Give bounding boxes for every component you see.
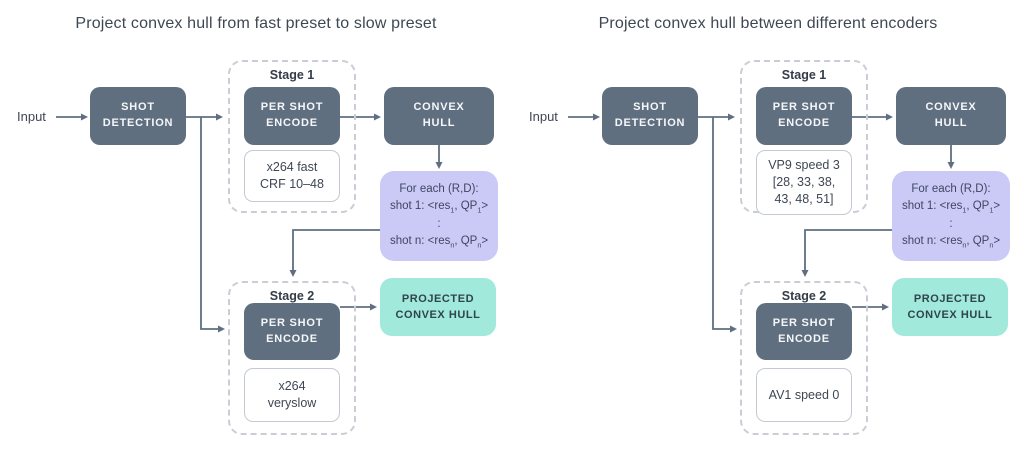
stage2-label: Stage 2 [269, 289, 315, 303]
stage2-label: Stage 2 [781, 289, 827, 303]
stage1-encoder-config: VP9 speed 3 [28, 33, 38, 43, 48, 51] [756, 150, 852, 215]
diagram-fast-to-slow-preset: Project convex hull from fast preset to … [17, 15, 498, 435]
stage2-per-shot-encode-box: PER SHOT ENCODE [244, 303, 340, 360]
stage1-encoder-config: x264 fast CRF 10–48 [244, 150, 340, 202]
projected-convex-hull-box: PROJECTED CONVEX HULL [380, 278, 496, 336]
stage2-per-shot-encode-box: PER SHOT ENCODE [756, 303, 852, 360]
diagram-title: Project convex hull from fast preset to … [75, 15, 437, 32]
stage2-encoder-config: x264 veryslow [244, 368, 340, 422]
stage1-per-shot-encode-box: PER SHOT ENCODE [756, 87, 852, 145]
projected-convex-hull-box: PROJECTED CONVEX HULL [892, 278, 1008, 336]
stage1-label: Stage 1 [781, 68, 827, 82]
convex-hull-box: CONVEX HULL [384, 87, 494, 145]
input-label: Input [529, 109, 558, 124]
shot-detection-box: SHOT DETECTION [90, 87, 186, 145]
stage1-group: Stage 1 [228, 60, 356, 213]
convex-hull-box: CONVEX HULL [896, 87, 1006, 145]
shot-detection-box: SHOT DETECTION [602, 87, 698, 145]
stage2-group: Stage 2 [228, 281, 356, 435]
diagram-title: Project convex hull between different en… [598, 15, 938, 32]
stage1-per-shot-encode-box: PER SHOT ENCODE [244, 87, 340, 145]
foreach-rd-box: For each (R,D):shot 1: <res1, QP1>:shot … [892, 171, 1010, 261]
connector-arrows [56, 113, 443, 333]
stage2-encoder-config: AV1 speed 0 [756, 368, 852, 422]
foreach-rd-box: For each (R,D):shot 1: <res1, QP1>:shot … [380, 171, 498, 261]
stage2-group: Stage 2 [740, 281, 868, 435]
input-label: Input [17, 109, 46, 124]
stage1-label: Stage 1 [269, 68, 315, 82]
diagram-between-encoders: Project convex hull between different en… [512, 0, 1024, 460]
